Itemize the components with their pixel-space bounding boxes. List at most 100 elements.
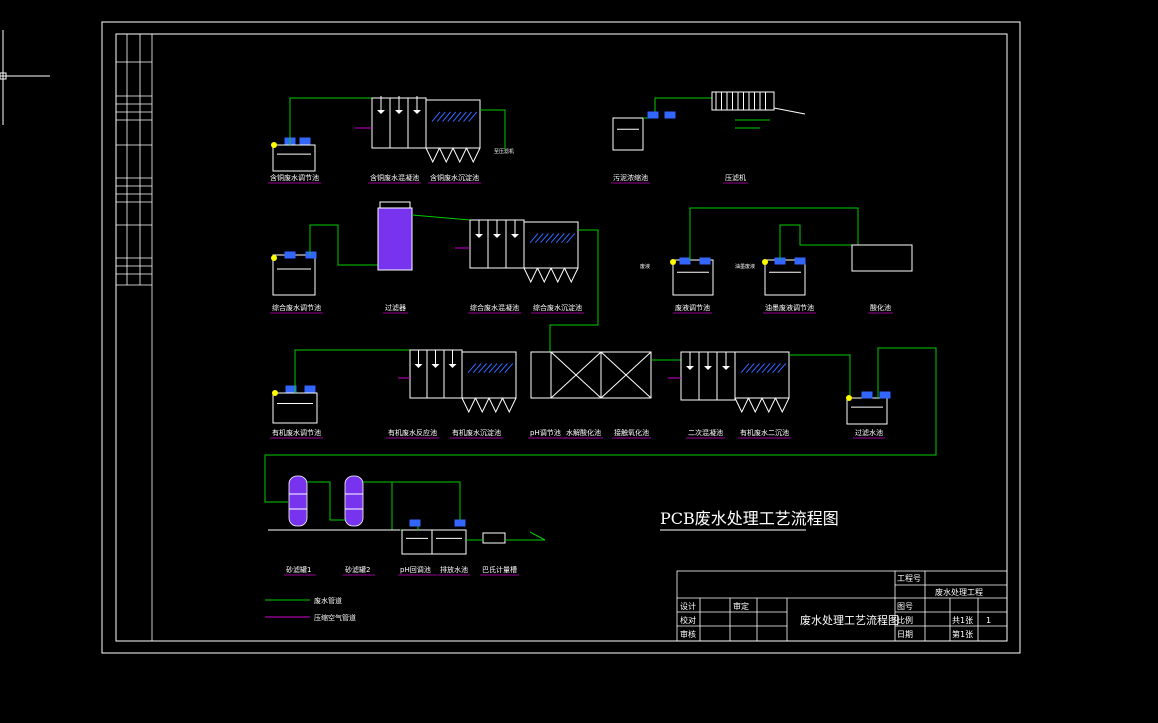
inclined-plate: [463, 111, 472, 122]
hopper-outline: [475, 397, 490, 414]
dosing-unit-icon: [284, 251, 296, 259]
inclined-plate: [483, 363, 493, 374]
inclined-plate: [745, 363, 755, 374]
title-block-cell-review: 审核: [680, 629, 696, 639]
tank-u1: [272, 144, 316, 172]
inclined-plate: [761, 363, 771, 374]
pipe-line: [264, 347, 937, 503]
inclined-plate: [452, 111, 462, 122]
unit-label-u18: 接触氧化池: [614, 428, 649, 437]
legend: 废水管道 压缩空气管道: [265, 596, 356, 622]
tank-u12: [851, 244, 913, 272]
tank-u10: [672, 259, 714, 296]
inclined-plate: [493, 363, 503, 374]
hopper-outline: [748, 397, 763, 414]
inclined-plate: [488, 363, 498, 374]
pipe-line: [363, 481, 402, 531]
mixer-blade-icon: [395, 110, 403, 114]
hopper-outline: [550, 267, 565, 284]
dosing-unit-icon: [679, 257, 691, 265]
drawing-title: PCB废水处理工艺流程图: [660, 509, 839, 528]
dosing-unit-icon: [664, 111, 676, 119]
unit-label-u22: 砂滤罐1: [286, 565, 311, 574]
title-block-cell-sheet: 第1张: [952, 629, 973, 639]
sand-filter-vessel: [344, 475, 364, 527]
inclined-plate: [561, 233, 570, 244]
tank-u18-a: [600, 351, 652, 399]
hopper-outline: [734, 397, 749, 414]
inclined-plate: [478, 363, 487, 374]
dosing-unit-icon: [304, 385, 316, 393]
mixer-blade-icon: [431, 364, 440, 368]
hopper-outline: [537, 267, 552, 284]
inclined-plate: [545, 233, 555, 244]
settler-tank: [734, 351, 790, 399]
hopper-outline: [523, 267, 538, 284]
mixer-blade-icon: [377, 110, 385, 114]
inclined-plate: [740, 363, 750, 374]
hopper-outline: [466, 147, 481, 164]
dosing-unit-icon: [794, 257, 806, 265]
unit-label-u4: 污泥浓缩池: [613, 173, 648, 182]
tank-u16: [530, 351, 552, 399]
inclined-plate: [550, 233, 560, 244]
unit-label-u11: 油墨废液调节池: [765, 303, 814, 312]
pipe-line: [773, 107, 806, 115]
mixer-blade-icon: [414, 364, 423, 368]
unit-label-u1: 含铜废水调节池: [270, 173, 319, 182]
title-block-cell-scale: 比例: [897, 615, 913, 625]
pump-icon: [272, 390, 278, 396]
unit-label-u9: 综合废水沉淀池: [533, 303, 582, 312]
pipe-line: [549, 229, 599, 352]
inclined-plate: [457, 111, 467, 122]
pipe-line: [789, 354, 851, 395]
unit-label-u12: 酸化池: [870, 303, 891, 312]
legend-water-label: 废水管道: [314, 596, 342, 605]
tank-u4: [612, 117, 644, 151]
hopper-outline: [488, 397, 503, 414]
inclined-plate: [431, 111, 441, 122]
vessel-cap: [379, 201, 411, 209]
hopper-outline: [502, 397, 517, 414]
unit-label-u16: pH调节池: [530, 428, 561, 437]
inclined-plate: [772, 363, 781, 374]
unit-label-u8: 综合废水混凝池: [470, 303, 519, 312]
dosing-unit-icon: [454, 519, 466, 527]
label-to-press: 至压滤机: [494, 148, 514, 155]
hopper-outline: [461, 397, 476, 414]
tank-u26: [482, 532, 506, 544]
settler-tank: [523, 221, 579, 269]
mixer-blade-icon: [686, 366, 694, 370]
title-block-cell-total: 共1张: [952, 616, 973, 625]
pipe-line: [689, 207, 859, 260]
title-block: [676, 570, 1008, 642]
label-waste-liquid: 废液: [640, 263, 650, 270]
unit-label-u6: 综合废水调节池: [272, 303, 321, 312]
hopper-outline: [439, 147, 454, 164]
inclined-plate: [529, 233, 539, 244]
unit-label-u2: 含铜废水混凝池: [370, 173, 419, 182]
unit-label-u20: 有机废水二沉池: [740, 428, 789, 437]
settler-tank: [461, 351, 517, 399]
settler-tank: [425, 99, 481, 149]
title-block-cell-design: 设计: [680, 601, 696, 611]
title-block-cell-drawing-no: 图号: [897, 602, 913, 611]
pipe-line: [480, 109, 506, 150]
mixer-blade-icon: [722, 366, 730, 370]
title-block-cell-check: 校对: [680, 615, 696, 625]
unit-label-u21: 过滤水池: [855, 428, 883, 437]
unit-label-u26: 巴氏计量槽: [482, 565, 517, 574]
inclined-plate: [447, 111, 457, 122]
tank-u6: [272, 254, 316, 296]
mixer-blade-icon: [704, 366, 712, 370]
tank-u24: [401, 529, 433, 555]
inclined-plate: [499, 363, 508, 374]
inclined-plate: [766, 363, 776, 374]
dosing-unit-icon: [285, 385, 297, 393]
dosing-unit-icon: [305, 251, 317, 259]
tank-u7: [377, 207, 413, 271]
pump-icon: [762, 259, 768, 265]
title-block-drawing-name: 废水处理工艺流程图: [800, 613, 899, 627]
hopper-outline: [564, 267, 579, 284]
tank-u25: [431, 529, 467, 555]
